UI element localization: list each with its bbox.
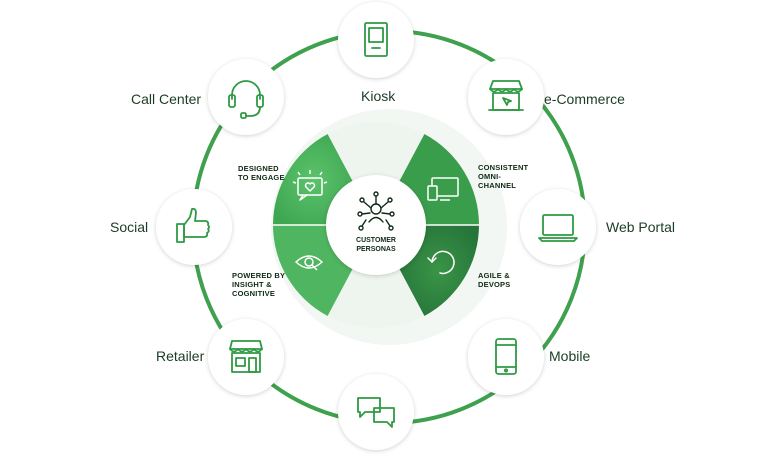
mobile-phone-icon bbox=[495, 338, 517, 375]
center-circle bbox=[326, 175, 426, 275]
channel-label-retailer: Retailer bbox=[156, 348, 205, 364]
channel-node bbox=[468, 319, 544, 395]
engage-heart-icon bbox=[292, 170, 328, 201]
channel-node-circle bbox=[468, 59, 544, 135]
channel-label-social: Social bbox=[110, 219, 149, 235]
channel-node bbox=[520, 189, 596, 265]
segment-gap-top bbox=[327, 122, 425, 185]
channel-node bbox=[208, 59, 284, 135]
channel-label-ecommerce: e-Commerce bbox=[544, 91, 625, 107]
channel-node bbox=[338, 374, 414, 450]
devices-icon bbox=[427, 177, 459, 201]
channel-label-web-portal: Web Portal bbox=[606, 219, 675, 235]
eye-icon bbox=[294, 255, 324, 271]
channel-nodes bbox=[156, 2, 596, 450]
kiosk-icon bbox=[364, 22, 388, 57]
channel-node bbox=[208, 319, 284, 395]
channel-label-mobile: Mobile bbox=[549, 348, 591, 364]
ecommerce-store-icon bbox=[488, 80, 524, 111]
channel-label-kiosk: Kiosk bbox=[361, 88, 396, 104]
chat-bubbles-icon bbox=[357, 397, 395, 428]
channel-node bbox=[156, 189, 232, 265]
channel-node-circle bbox=[468, 319, 544, 395]
channel-node bbox=[338, 2, 414, 78]
laptop-icon bbox=[538, 214, 578, 242]
channel-label-call-center: Call Center bbox=[131, 91, 202, 107]
thumbs-up-icon bbox=[176, 207, 210, 243]
storefront-icon bbox=[229, 340, 263, 373]
segment-gap-bottom bbox=[327, 265, 425, 328]
network-people-icon bbox=[357, 191, 395, 231]
channel-node-circle bbox=[208, 59, 284, 135]
channel-node-circle bbox=[520, 189, 596, 265]
headset-icon bbox=[228, 80, 264, 119]
channel-node-circle bbox=[156, 189, 232, 265]
cycle-arrow-icon bbox=[427, 250, 455, 275]
channel-node bbox=[468, 59, 544, 135]
channel-node-circle bbox=[208, 319, 284, 395]
channel-node-circle bbox=[338, 2, 414, 78]
pillar-label-agile: AGILE &DEVOPS bbox=[478, 271, 511, 289]
